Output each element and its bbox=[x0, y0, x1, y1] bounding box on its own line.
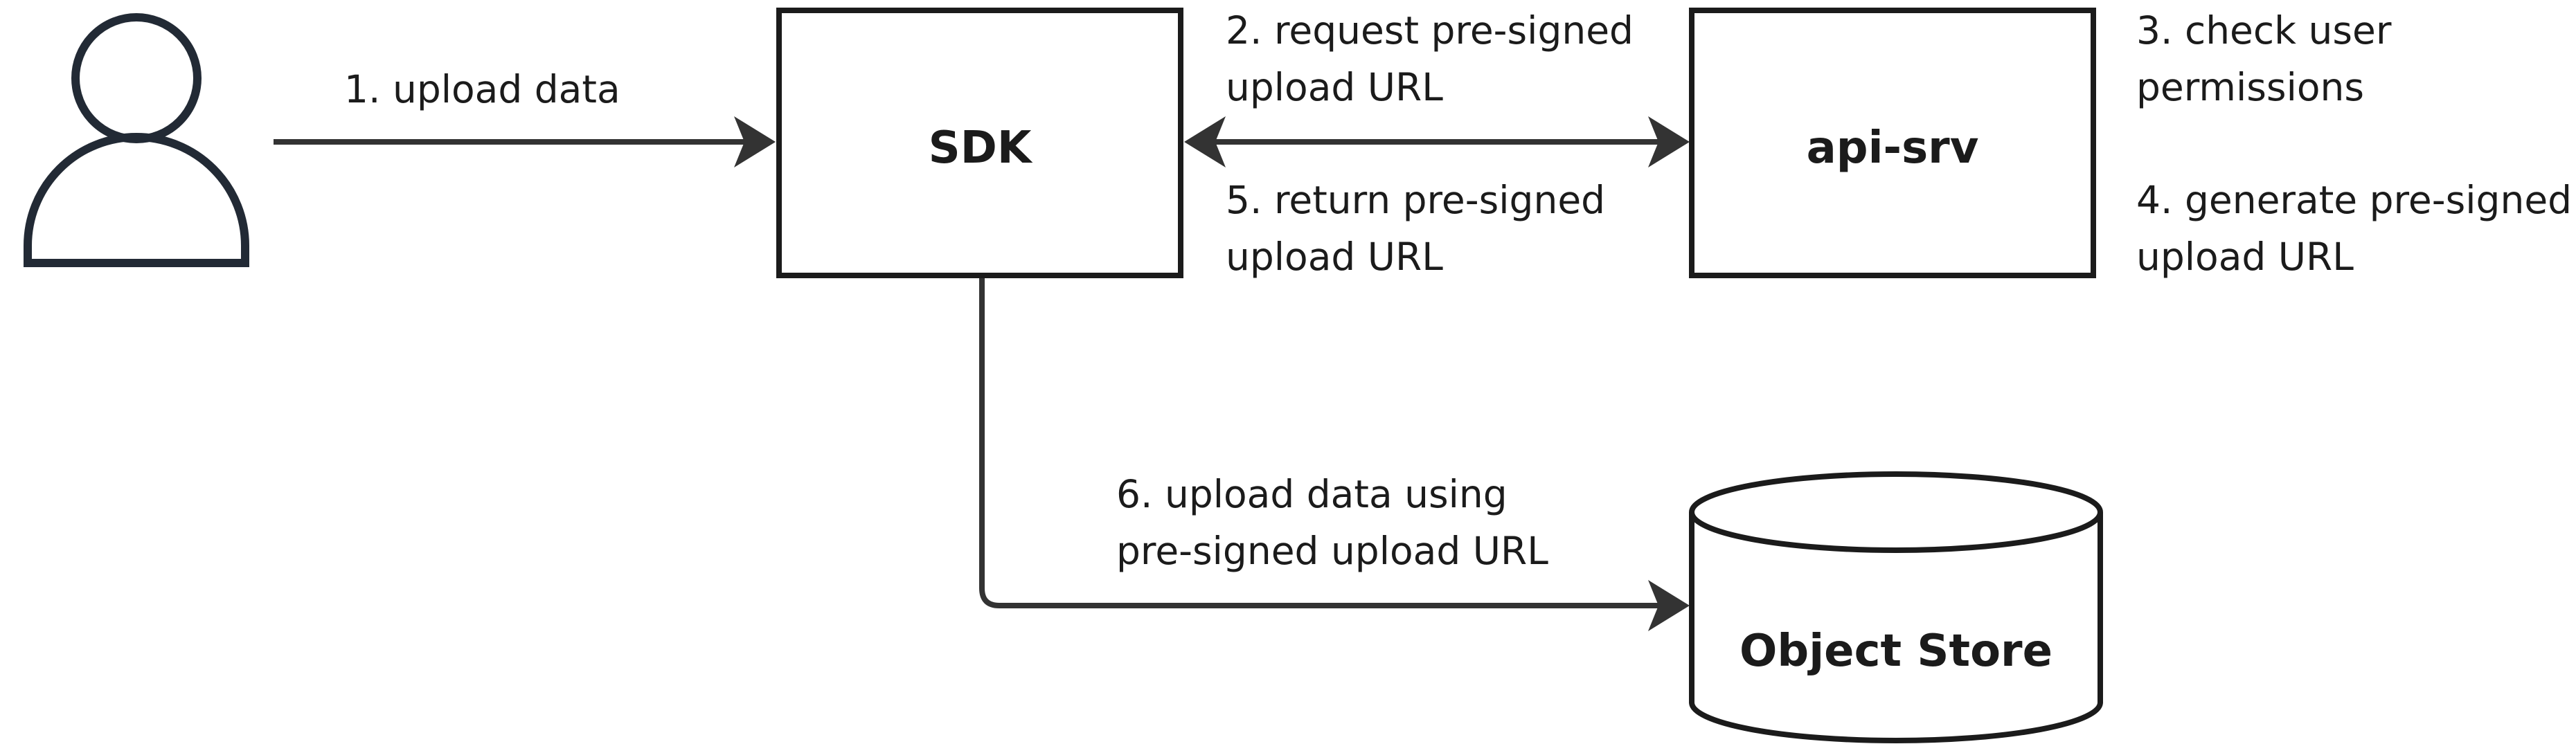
sdk-label: SDK bbox=[929, 123, 1033, 174]
arrowhead-icon bbox=[1648, 116, 1690, 167]
edge-user-to-sdk bbox=[274, 116, 776, 167]
step6-label: 6. upload data using pre-signed upload U… bbox=[1116, 472, 1548, 573]
step4-line2: upload URL bbox=[2136, 235, 2354, 279]
step2-line1: 2. request pre-signed bbox=[1226, 8, 1634, 53]
step4-label: 4. generate pre-signed upload URL bbox=[2136, 178, 2576, 279]
object-store-node: Object Store bbox=[1689, 471, 2103, 743]
api-srv-label: api-srv bbox=[1807, 123, 1979, 174]
step3-label: 3. check user permissions bbox=[2136, 8, 2404, 109]
step2-label: 2. request pre-signed upload URL bbox=[1226, 8, 1645, 109]
step5-line2: upload URL bbox=[1226, 235, 1443, 279]
step5-line1: 5. return pre-signed bbox=[1226, 178, 1605, 222]
step4-line1: 4. generate pre-signed bbox=[2136, 178, 2572, 222]
edge-sdk-to-api-srv bbox=[1184, 116, 1690, 167]
user-icon bbox=[24, 13, 249, 267]
sdk-node: SDK bbox=[776, 8, 1183, 278]
step2-line2: upload URL bbox=[1226, 65, 1443, 109]
step3-line1: 3. check user bbox=[2136, 8, 2392, 53]
step5-label: 5. return pre-signed upload URL bbox=[1226, 178, 1618, 279]
step6-line1: 6. upload data using bbox=[1116, 472, 1508, 516]
arrowhead-icon bbox=[734, 116, 776, 167]
step1-label: 1. upload data bbox=[344, 67, 620, 111]
arrowhead-icon bbox=[1648, 580, 1690, 631]
step6-line2: pre-signed upload URL bbox=[1116, 529, 1548, 573]
api-srv-node: api-srv bbox=[1689, 8, 2096, 278]
object-store-label: Object Store bbox=[1739, 626, 2052, 677]
arrowhead-icon bbox=[1184, 116, 1226, 167]
edge-sdk-to-object-store bbox=[979, 277, 1690, 631]
step3-line2: permissions bbox=[2136, 65, 2364, 109]
step1-line1: 1. upload data bbox=[344, 67, 620, 111]
